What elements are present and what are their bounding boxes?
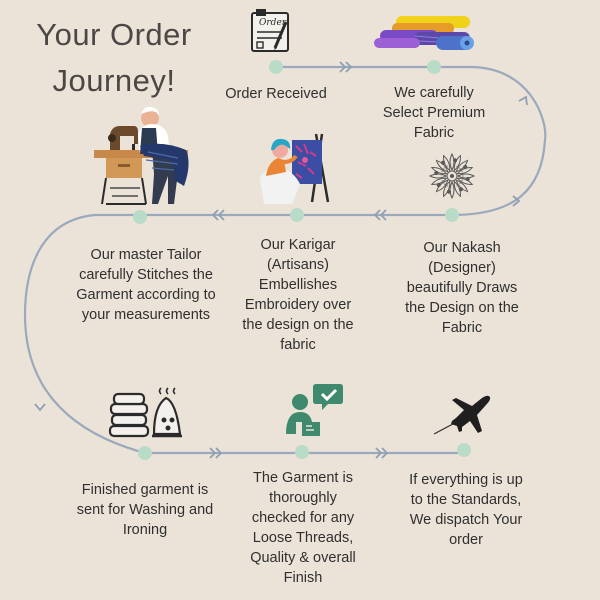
embroidery-artisan-icon (260, 133, 330, 204)
quality-check-icon (286, 384, 343, 436)
page-title: Your Order Journey! (14, 12, 214, 104)
arrow-chevron (512, 195, 521, 207)
tailor-sewing-machine-icon (94, 106, 189, 205)
folded-clothes-iron-icon (108, 387, 182, 438)
arrow-chevron (34, 403, 46, 412)
arrow-chevron (373, 209, 387, 221)
step-node-3 (445, 208, 459, 222)
arrow-chevron (211, 209, 225, 221)
step-node-8 (457, 443, 471, 457)
arrow-chevron (518, 95, 528, 106)
arrow-chevron (375, 447, 389, 459)
step-node-4 (290, 208, 304, 222)
svg-text:Order!: Order! (259, 18, 290, 28)
fabric-rolls-icon (374, 16, 474, 50)
arrow-chevron (209, 447, 223, 459)
path-curve-left (23, 213, 146, 455)
step-node-7 (295, 445, 309, 459)
path-curve-right (434, 65, 547, 217)
airplane-icon (433, 395, 491, 435)
arrow-chevron (339, 61, 353, 73)
step-node-1 (269, 60, 283, 74)
title-line-2: Journey! (52, 63, 176, 98)
step-node-5 (133, 210, 147, 224)
step-node-6 (138, 446, 152, 460)
mandala-design-icon (428, 152, 476, 200)
step-node-2 (427, 60, 441, 74)
step-label-order-received: Order Received (225, 86, 327, 102)
order-form-icon: Order! (251, 9, 290, 52)
title-line-1: Your Order (36, 17, 192, 52)
